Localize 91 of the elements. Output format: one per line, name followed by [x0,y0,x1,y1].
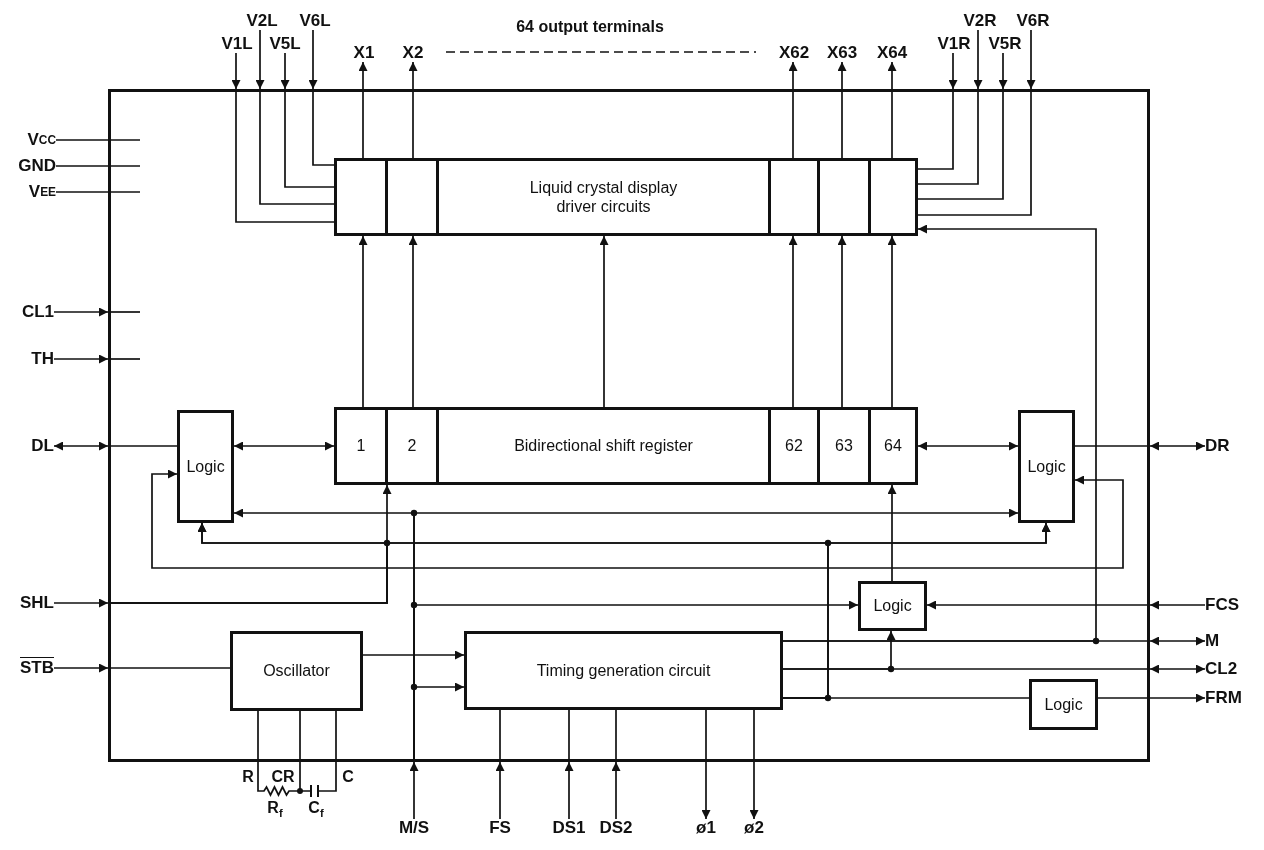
arrow [1149,600,1206,610]
arrow [53,441,109,451]
pin-label: M [1205,631,1245,651]
chip-outline [108,89,1150,762]
arrow [358,235,368,408]
arrow [151,469,1124,569]
pin-mark: R [241,768,255,786]
arrow [53,307,109,317]
pin-label: X1 [349,44,379,62]
terminal-caption: 64 output terminals [515,18,665,36]
pin-label: GND [4,156,56,176]
arrow [782,522,1051,699]
arrow [837,61,847,159]
arrow [1097,693,1206,703]
arrow [1026,29,1036,90]
pin-label: CL1 [4,302,54,322]
arrow [998,52,1008,90]
arrow [280,52,290,90]
arrow [973,29,983,90]
arrow [837,235,847,408]
arrow [599,235,609,408]
pin-label: TH [4,349,54,369]
connector-line [55,191,141,193]
arrow [53,598,109,608]
arrow [887,61,897,159]
arrow [408,61,418,159]
logic-block: Logic [177,410,234,523]
pin-label: X63 [823,44,861,62]
arrow [233,441,335,451]
arrow [358,61,368,159]
pin-label: M/S [394,819,434,837]
pin-label: V5R [986,35,1024,53]
pin-label: V5L [267,35,303,53]
pin-label: DS2 [597,819,635,837]
pin-label: DL [4,436,54,456]
resistor-label: R$_{f}$ [266,799,284,817]
arrow [611,761,621,820]
pin-label: X2 [398,44,428,62]
pin-label: FS [485,819,515,837]
arrow [948,52,958,90]
arrow [1149,441,1206,451]
arrow [782,224,1097,642]
arrow [887,484,897,582]
arrow [409,761,419,820]
logic-block: Logic [1029,679,1098,730]
pin-label: V1L [219,35,255,53]
pin-label: DS1 [550,819,588,837]
arrow [495,761,505,820]
arrow [1149,664,1206,674]
pin-label: V2R [961,12,999,30]
pin-mark: C [341,768,355,786]
pin-mark: CR [270,768,296,786]
driver-block [334,158,918,236]
pin-label: X64 [873,44,911,62]
logic-block: Logic [1018,410,1075,523]
arrow [782,630,896,670]
arrow [564,761,574,820]
connector-line [55,165,141,167]
pin-label: V6R [1014,12,1052,30]
arrow [362,650,465,660]
pin-label: V2L [244,12,280,30]
pin-label: DR [1205,436,1249,456]
pin-label: V6L [297,12,333,30]
arrow [53,354,109,364]
shift-register-block [334,407,918,485]
arrow [308,29,318,90]
pin-label: FRM [1205,688,1255,708]
logic-block: Logic [858,581,927,631]
timing-block: Timing generation circuit [464,631,783,710]
arrow [53,663,109,673]
pin-label: CL2 [1205,659,1251,679]
arrow [917,441,1019,451]
pin-label: X62 [775,44,813,62]
oscillator-block: Oscillator [230,631,363,711]
capacitor-label: C$_{f}$ [307,799,325,817]
connector-line [55,139,141,141]
pin-label: V1R [935,35,973,53]
pin-label: ø2 [740,819,768,837]
arrow [408,235,418,408]
arrow [788,235,798,408]
arrow [701,709,711,820]
arrow [255,29,265,90]
arrow [887,235,897,408]
arrow [788,61,798,159]
pin-label: SHL [2,593,54,613]
pin-label: FCS [1205,595,1255,615]
pin-label: STB [2,658,54,678]
arrow [1149,636,1206,646]
arrow [231,52,241,90]
arrow [749,709,759,820]
pin-label: ø1 [692,819,720,837]
